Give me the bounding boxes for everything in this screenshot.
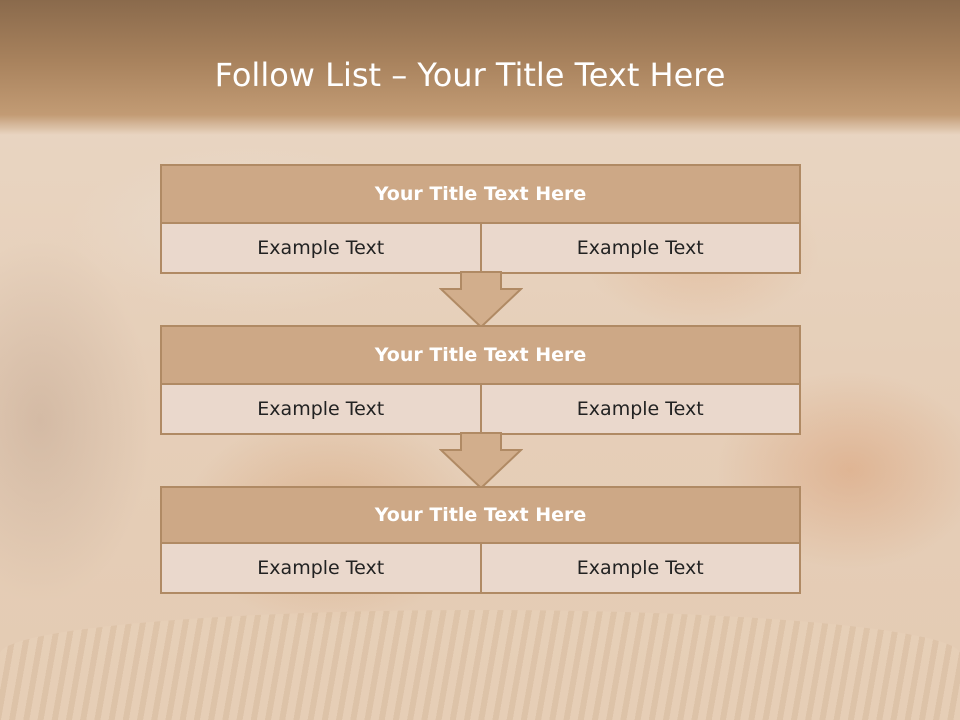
- step-row: Example Text Example Text: [162, 544, 799, 592]
- down-arrow-icon: [439, 271, 523, 329]
- step-right-text: Example Text: [479, 224, 800, 272]
- step-title: Your Title Text Here: [162, 327, 799, 385]
- step-right-text: Example Text: [479, 544, 800, 592]
- step-box-3: Your Title Text Here Example Text Exampl…: [160, 486, 801, 594]
- title-bold-part: Follow List: [214, 56, 382, 94]
- title-banner: [0, 0, 960, 135]
- step-right-text: Example Text: [479, 385, 800, 433]
- step-box-2: Your Title Text Here Example Text Exampl…: [160, 325, 801, 435]
- step-title: Your Title Text Here: [162, 166, 799, 224]
- down-arrow-icon: [439, 432, 523, 490]
- step-row: Example Text Example Text: [162, 385, 799, 433]
- step-left-text: Example Text: [257, 398, 385, 420]
- step-row: Example Text Example Text: [162, 224, 799, 272]
- step-left-text: Example Text: [257, 237, 385, 259]
- title-text: Your Title Text Here: [417, 56, 726, 94]
- page-title: Follow List – Your Title Text Here: [0, 56, 960, 94]
- title-separator: –: [391, 56, 408, 94]
- step-box-1: Your Title Text Here Example Text Exampl…: [160, 164, 801, 274]
- step-title: Your Title Text Here: [162, 488, 799, 544]
- step-left-text: Example Text: [257, 557, 385, 579]
